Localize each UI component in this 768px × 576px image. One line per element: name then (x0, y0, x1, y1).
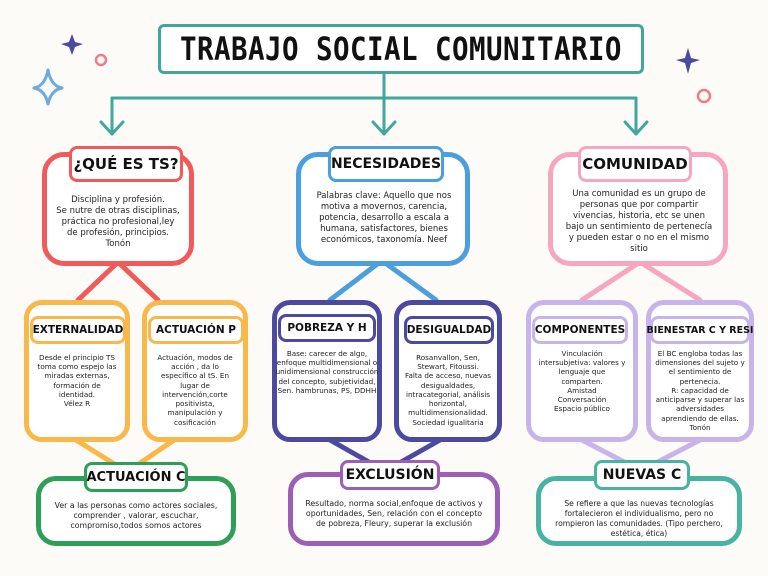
pobreza-text: Base: carecer de algo, enfoque multidime… (275, 349, 379, 395)
bienestar-heading: BIENESTAR C Y RESI (647, 316, 753, 344)
necesidades-heading: NECESIDADES (328, 146, 444, 182)
connector-com-componentes (579, 259, 643, 303)
sparkle-icon (32, 68, 64, 106)
nuevasc-heading: NUEVAS C (594, 460, 690, 490)
title-connectors (99, 72, 649, 136)
componentes-heading: COMPONENTES (532, 316, 628, 344)
actuacionc-heading-label: ACTUACIÓN C (86, 469, 186, 485)
externalidad-heading-label: EXTERNALIDAD (32, 324, 124, 336)
bienestar-heading-label: BIENESTAR C Y RESI (646, 324, 754, 336)
exclusion-heading: EXCLUSIÓN (340, 460, 440, 490)
comunidad-heading-label: COMUNIDAD (582, 155, 688, 173)
exclusion-heading-label: EXCLUSIÓN (345, 467, 435, 483)
actuacionp-text: Actuación, modos de acción , da lo espec… (157, 353, 233, 427)
externalidad-text: Desde el principio TS toma como espejo l… (37, 353, 117, 409)
desigualdad-heading-label: DESIGUALDAD (406, 324, 492, 336)
sparkle-icon (61, 34, 83, 55)
actuacionp-heading: ACTUACIÓN P (148, 316, 244, 344)
exclusion-box: Resultado, norma social,enfoque de activ… (288, 472, 500, 546)
desigualdad-text: Rosanvallon, Sen, Stewart, Fitoussi. Fal… (404, 353, 492, 427)
componentes-text: Vinculación intersubjetiva: valores y le… (538, 349, 626, 414)
actuacionc-heading: ACTUACIÓN C (84, 462, 188, 492)
necesidades-text: Palabras clave: Aquello que nos motiva a… (316, 191, 452, 246)
connector-ts-actuacionp (115, 259, 161, 303)
connector-ts-externalidad (75, 259, 121, 303)
componentes-heading-label: COMPONENTES (534, 324, 626, 336)
pobreza-heading-label: POBREZA Y H (287, 322, 367, 334)
connector-com-bienestar (637, 259, 703, 303)
ts-heading: ¿QUÉ ES TS? (69, 146, 183, 182)
comunidad-text: Una comunidad es un grupo de personas qu… (565, 189, 713, 255)
necesidades-heading-label: NECESIDADES (330, 156, 442, 172)
desigualdad-box: Rosanvallon, Sen, Stewart, Fitoussi. Fal… (394, 300, 502, 442)
comunidad-heading: COMUNIDAD (578, 146, 692, 182)
exclusion-text: Resultado, norma social,enfoque de activ… (305, 499, 483, 529)
nuevasc-text: Se refiere a que las nuevas tecnologías … (555, 499, 723, 538)
connector-nec-pobreza (327, 259, 383, 303)
connector-nec-desigualdad (381, 259, 439, 303)
actuacionc-text: Ver a las personas como actores sociales… (54, 501, 218, 531)
externalidad-heading: EXTERNALIDAD (30, 316, 126, 344)
pobreza-heading: POBREZA Y H (278, 314, 376, 342)
bienestar-text: El BC engloba todas las dimensiones del … (655, 349, 745, 432)
desigualdad-heading: DESIGUALDAD (404, 316, 494, 344)
ts-text: Disciplina y profesión. Se nutre de otra… (56, 195, 180, 250)
star-icon (676, 48, 700, 74)
actuacionp-heading-label: ACTUACIÓN P (155, 324, 236, 336)
ts-heading-label: ¿QUÉ ES TS? (73, 155, 179, 173)
title-box: TRABAJO SOCIAL COMUNITARIO (158, 24, 644, 74)
nuevasc-heading-label: NUEVAS C (602, 467, 682, 483)
dot-icon (94, 53, 712, 104)
page-title: TRABAJO SOCIAL COMUNITARIO (180, 30, 622, 68)
